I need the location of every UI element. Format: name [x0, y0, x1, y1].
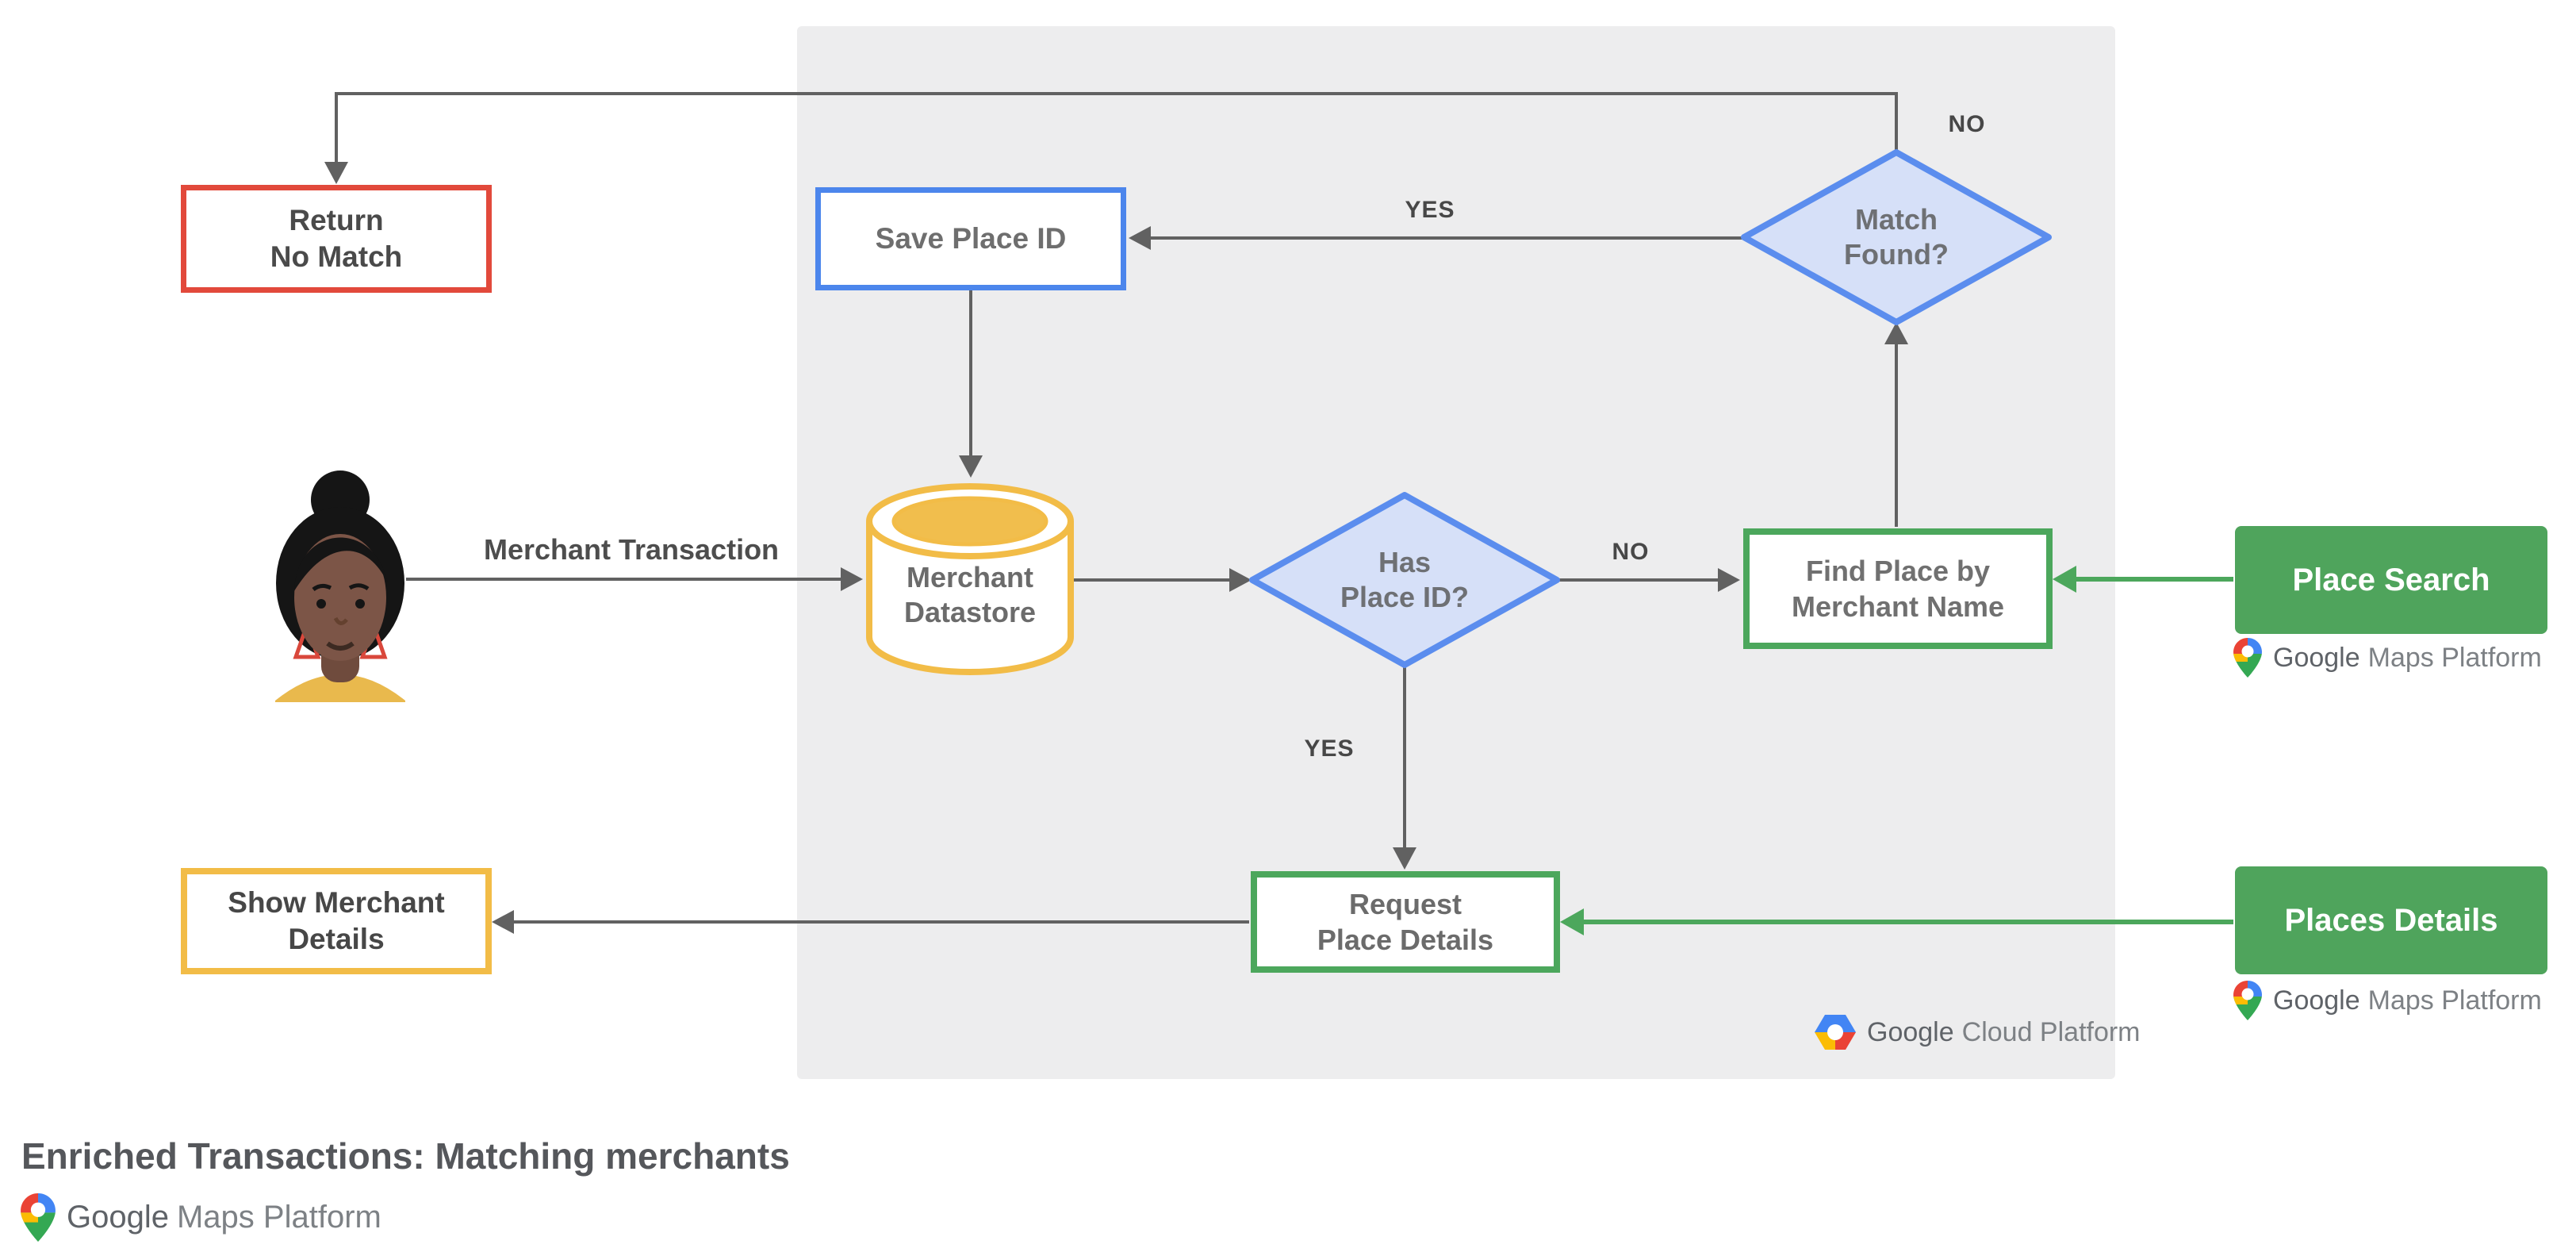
api-chip-label: Place Search: [2292, 562, 2490, 597]
node-return-no-match: Return No Match: [181, 185, 492, 293]
edge-label-no-mid: NO: [1612, 539, 1650, 565]
google-maps-pin-icon: [2233, 981, 2262, 1020]
api-chip-place-search: Place Search: [2235, 526, 2547, 634]
node-label: Request: [1348, 888, 1462, 920]
merchant-datastore-label: Merchant Datastore: [903, 561, 1037, 628]
edge-label-no-top: NO: [1948, 111, 1986, 137]
edge-label-yes-top: YES: [1405, 197, 1455, 223]
node-label: No Match: [270, 240, 403, 273]
diagram-title: Enriched Transactions: Matching merchant…: [21, 1135, 790, 1177]
node-label: Place Details: [1317, 924, 1494, 956]
node-label: Details: [288, 923, 385, 955]
node-label: Find Place by: [1805, 555, 1991, 587]
api-chip-label: Places Details: [2284, 902, 2498, 938]
node-label: Save Place ID: [875, 222, 1067, 255]
google-maps-pin-icon: [2233, 638, 2262, 678]
google-cloud-hexagon-icon: [1815, 1015, 1856, 1050]
node-request-place-details: Request Place Details: [1251, 871, 1560, 973]
node-label: Show Merchant: [228, 886, 445, 919]
has-place-id-label: Has Place ID?: [1340, 546, 1470, 613]
match-found-label: Match Found?: [1844, 203, 1949, 271]
avatar-shirt: [275, 674, 405, 702]
edge-label-yes-mid: YES: [1304, 735, 1355, 762]
api-chip-places-details: Places Details: [2235, 866, 2547, 974]
merchant-transaction-label: Merchant Transaction: [483, 533, 780, 566]
node-show-merchant-details: Show Merchant Details: [181, 868, 492, 974]
node-find-place-by-merchant-name: Find Place by Merchant Name: [1743, 528, 2053, 649]
node-label: Merchant Name: [1791, 590, 2005, 623]
user-avatar: [275, 470, 405, 702]
node-save-place-id: Save Place ID: [815, 187, 1126, 290]
google-maps-pin-icon: [21, 1193, 56, 1242]
node-label: Return: [289, 204, 384, 236]
